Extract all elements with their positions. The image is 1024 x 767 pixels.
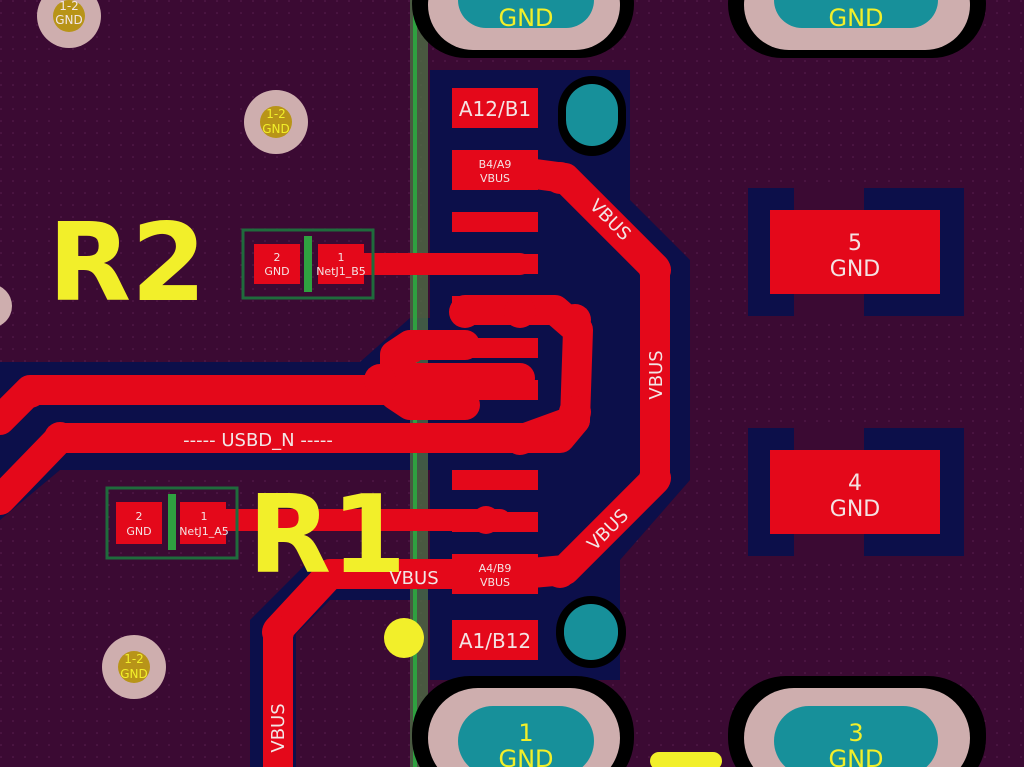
via-upper-net: GND [262, 122, 290, 136]
shield-hole-top-left [458, 0, 594, 28]
pad-5-net: GND [830, 257, 880, 282]
shield-hole-top-right [774, 0, 938, 28]
pad-a1b12 [452, 620, 538, 660]
designator-r1: R1 [248, 473, 406, 598]
shield-hole-bottom-left [458, 706, 594, 767]
r1-pad-1 [180, 502, 226, 544]
via-top-left-hole [53, 0, 85, 32]
r2-pad2-net: GND [264, 265, 289, 278]
r2-pad1-net: NetJ1_B5 [316, 265, 366, 278]
r1-pad1-num: 1 [201, 510, 208, 523]
trace-vbus-horizontal-label: VBUS [389, 568, 438, 589]
r2-pad-2 [254, 244, 300, 284]
trace-usbd-n-label: ----- USBD_N ----- [183, 430, 333, 451]
via-lower-net: GND [120, 667, 148, 681]
shield-top-right-net: GND [828, 4, 883, 32]
r2-pad2-num: 2 [274, 251, 281, 264]
pad-b4a9-net: VBUS [480, 172, 510, 185]
r1-courtyard [105, 486, 239, 560]
pin-1 [452, 212, 538, 232]
designator-r2: R2 [48, 201, 206, 326]
shield-top-left-net: GND [498, 4, 553, 32]
pin-6 [452, 428, 538, 448]
connector-pins [452, 88, 538, 660]
oval-hole-top [566, 84, 618, 146]
shield-bottom-right-num: 3 [848, 719, 863, 747]
pin1-marker [384, 618, 424, 658]
pad-a4b9-label: A4/B9 [479, 562, 512, 575]
r2-courtyard [241, 228, 375, 300]
pad-4 [770, 450, 940, 534]
ground-plane-left [0, 318, 430, 520]
pad-4-net: GND [830, 497, 880, 522]
shield-hole-bottom-right [774, 706, 938, 767]
pad-a1b12-label: A1/B12 [459, 629, 531, 653]
pad-5-num: 5 [848, 231, 862, 256]
trace-vbus-bottom-label: VBUS [268, 703, 289, 752]
via-lower-num: 1-2 [124, 652, 144, 666]
pad-b4a9 [452, 150, 538, 190]
via-lower-hole [118, 651, 150, 683]
shield-bottom-left-num: 1 [518, 719, 533, 747]
silk-bottom-mark [650, 752, 722, 767]
r1-body-marker [168, 494, 176, 550]
shield-bottom-right-net: GND [828, 745, 883, 767]
r1-pad2-num: 2 [136, 510, 143, 523]
pin-2 [452, 254, 538, 274]
pad-a4b9 [452, 554, 538, 594]
r2-pad-1 [318, 244, 364, 284]
via-top-left-num: 1-2 [59, 0, 79, 13]
via-top-left-net: GND [55, 13, 83, 27]
via-upper-num: 1-2 [266, 107, 286, 121]
pad-a12b1-label: A12/B1 [459, 97, 531, 121]
r2-pad1-num: 1 [338, 251, 345, 264]
pad-b4a9-label: B4/A9 [479, 158, 512, 171]
trace-vbus-vertical-label: VBUS [646, 350, 667, 399]
trace-usbd-n-left [0, 405, 590, 515]
r1-pad-2 [116, 502, 162, 544]
pad-a12b1 [452, 88, 538, 128]
r2-body-marker [304, 236, 312, 292]
pad-4-num: 4 [848, 471, 862, 496]
pad-5 [770, 210, 940, 294]
via-upper-hole [260, 106, 292, 138]
r1-pad1-net: NetJ1_A5 [179, 525, 229, 538]
pad-a4b9-net: VBUS [480, 576, 510, 589]
shield-bottom-left-net: GND [498, 745, 553, 767]
pin-4 [452, 338, 538, 358]
trace-joints [14, 162, 671, 648]
oval-hole-bottom [564, 604, 618, 660]
trace-vbus-bottom [263, 559, 535, 767]
pin-7 [452, 470, 538, 490]
r1-pad2-net: GND [126, 525, 151, 538]
via-left-edge [0, 286, 12, 326]
